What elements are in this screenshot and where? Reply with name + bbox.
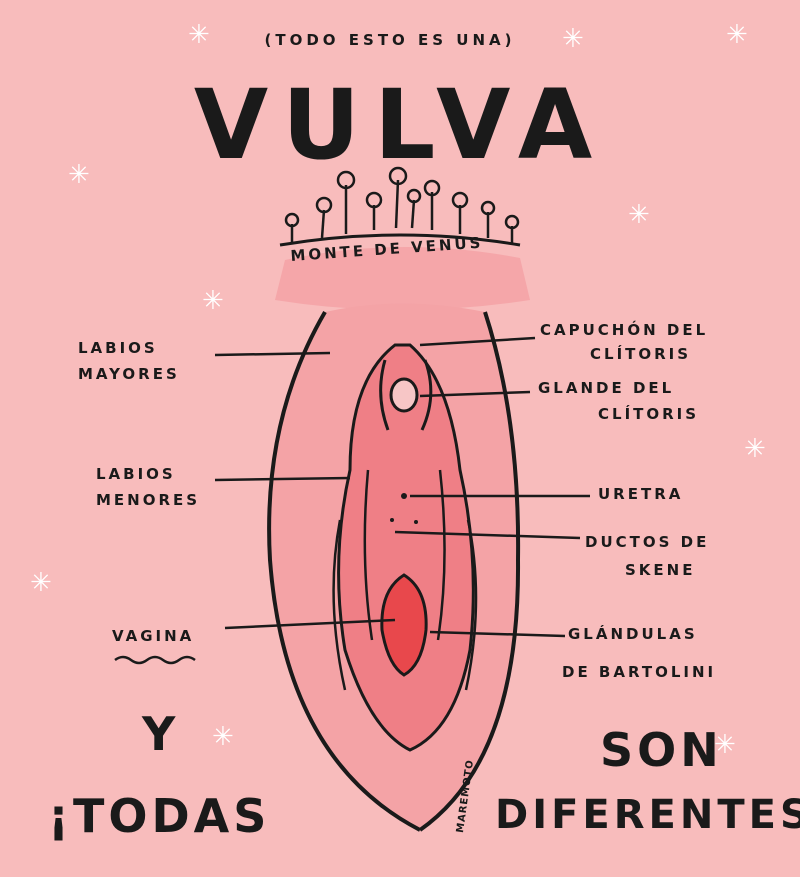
labia-minora-shape [337,343,475,752]
header-title: VULVA [193,69,607,181]
label-glandulas-line2: DE BARTOLINI [562,663,717,681]
label-glande-line1: GLANDE DEL [538,379,675,397]
sparkle-icon: ✳ [726,20,748,50]
label-labios-mayores-line2: MAYORES [78,365,180,383]
mons-pubis-shape [275,246,530,310]
label-ductos-line1: DUCTOS DE [585,533,710,551]
label-labios-menores-line2: MENORES [96,491,201,509]
label-labios-mayores-line1: LABIOS [78,339,158,357]
sparkle-icon: ✳ [68,160,90,190]
footer-son: SON [600,723,723,777]
flowers-decoration [279,166,521,247]
label-capuchon-line1: CAPUCHÓN DEL [540,321,709,339]
footer-diferentes: DIFERENTES! [495,792,800,838]
glans-shape [389,377,419,413]
label-capuchon-line2: CLÍTORIS [590,345,692,363]
sparkle-icon: ✳ [202,286,224,316]
label-glandulas-line1: GLÁNDULAS [568,625,698,643]
sparkle-icon: ✳ [714,730,736,760]
label-ductos-line2: SKENE [625,561,696,579]
label-vagina: VAGINA [112,627,195,645]
footer-todas: ¡TODAS [48,789,271,843]
sparkle-icon: ✳ [30,568,52,598]
sparkle-icon: ✳ [188,20,210,50]
label-glande-line2: CLÍTORIS [598,405,700,423]
vaginal-opening-shape [380,573,428,677]
sparkle-icon: ✳ [212,722,234,752]
sparkle-icon: ✳ [562,24,584,54]
label-labios-menores-line1: LABIOS [96,465,176,483]
header-subtitle: (TODO ESTO ES UNA) [264,31,516,49]
label-uretra: URETRA [598,485,684,503]
urethra-dot [401,493,407,499]
footer-y: Y [142,707,180,761]
sparkle-icon: ✳ [744,434,766,464]
sparkle-icon: ✳ [628,200,650,230]
pointer-lines [114,336,590,665]
